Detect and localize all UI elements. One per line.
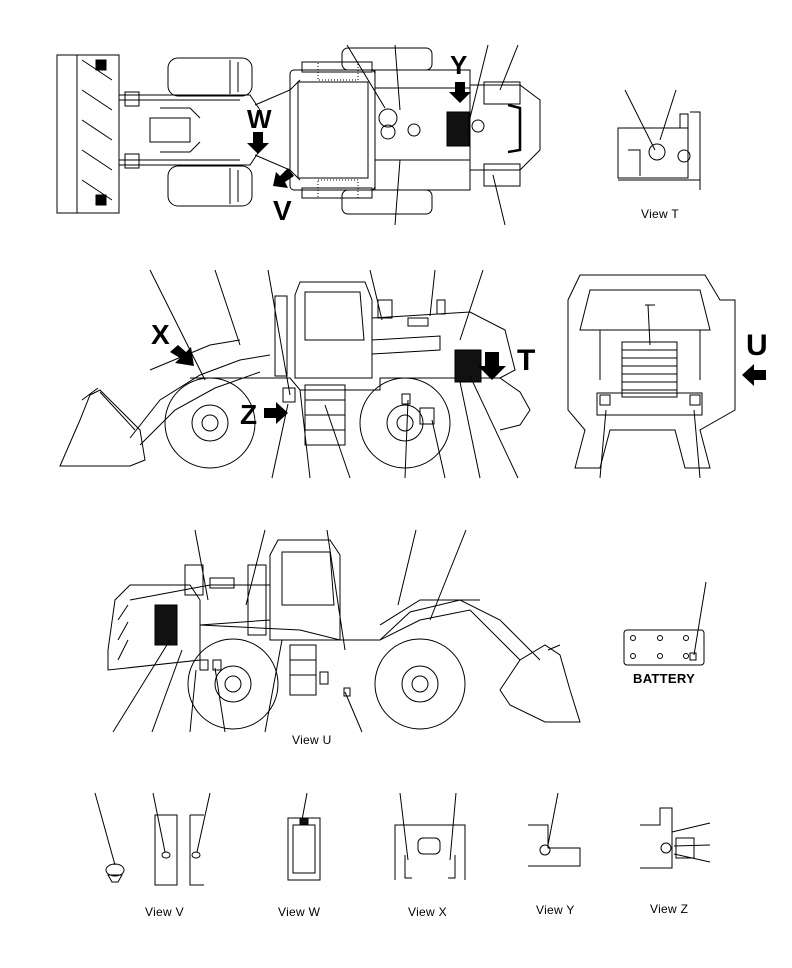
arrow-y-label: Y [450,50,468,80]
top-view-machine [57,45,540,225]
view-z-label: View Z [650,902,689,916]
left-side-view-arrows [170,345,506,424]
arrow-z-icon [264,402,288,424]
view-y-detail [528,793,580,866]
view-v-detail [95,793,210,885]
arrow-t-label: T [517,344,536,377]
view-v-label: View V [145,905,184,919]
arrow-y-icon [449,82,471,103]
arrow-z-label: Z [240,399,258,430]
arrow-u-label: U [746,329,768,362]
view-u-label: View U [292,733,332,747]
left-side-view-machine [60,270,530,478]
view-y-label: View Y [536,903,575,917]
view-x-label: View X [408,905,447,919]
top-view-arrows [247,82,471,188]
arrow-w-icon [247,132,269,154]
arrow-w-label: W [247,104,272,134]
battery-label: BATTERY [633,671,696,686]
battery-diagram [624,582,706,665]
front-view-machine [568,275,735,478]
view-t-detail [618,90,700,190]
view-x-detail [395,793,465,880]
view-t-label: View T [641,207,680,221]
arrow-v-label: V [273,195,292,226]
right-side-view-machine [108,530,580,732]
arrow-x-label: X [151,319,170,350]
arrow-v-icon [273,168,294,188]
arrow-t-icon [478,352,506,380]
arrow-x-icon [170,345,194,366]
view-z-detail [640,808,710,868]
arrow-u-icon [742,364,766,386]
view-w-label: View W [278,905,321,919]
front-view-arrow [742,364,766,386]
view-w-detail [288,793,320,880]
